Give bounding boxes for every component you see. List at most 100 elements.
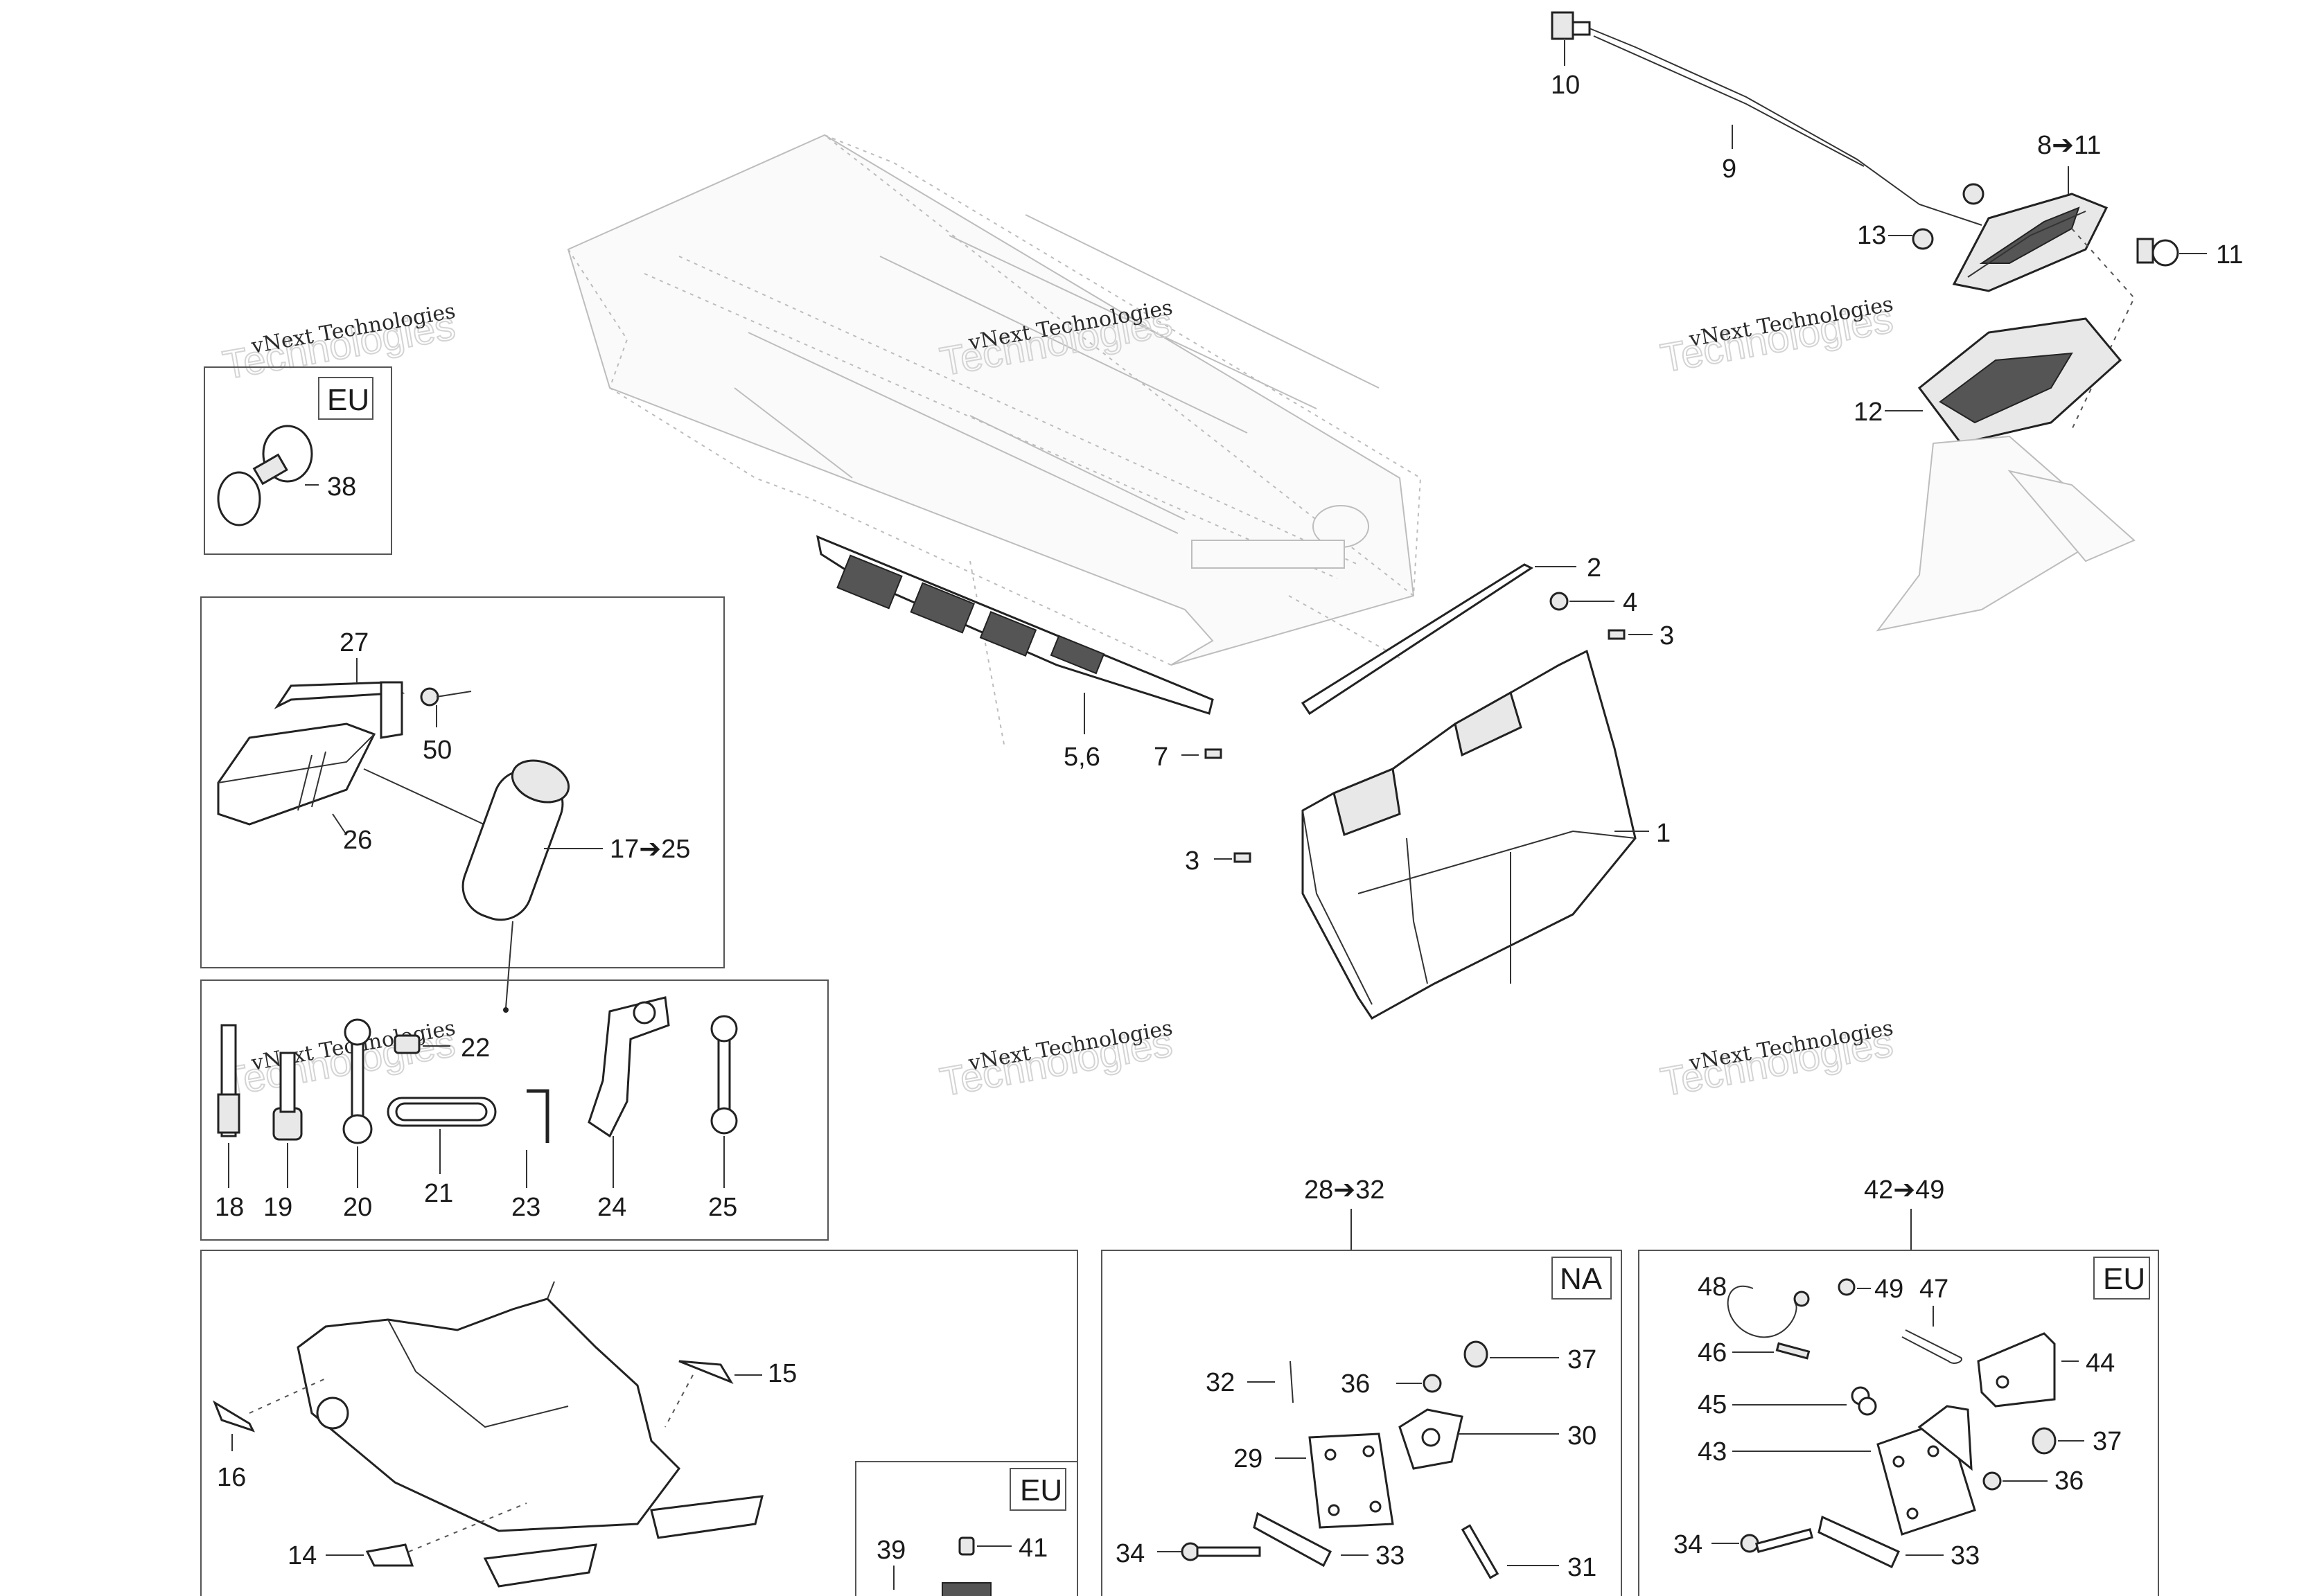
callout-8-11: 8➔11 (2037, 131, 2101, 160)
callout-5-6: 5,6 (1064, 743, 1100, 772)
wrench-25 (710, 1015, 738, 1135)
callout-45: 45 (1698, 1390, 1727, 1419)
callout-37a: 37 (1567, 1345, 1596, 1374)
screw-7 (1204, 748, 1222, 759)
callout-32: 32 (1206, 1368, 1235, 1397)
callout-15: 15 (768, 1359, 797, 1388)
callout-24: 24 (597, 1193, 626, 1222)
plate-43 (1876, 1405, 1976, 1536)
callout-50: 50 (423, 736, 452, 765)
callout-11: 11 (2216, 240, 2243, 269)
grommet-upper (1962, 183, 1984, 205)
callout-23: 23 (511, 1193, 540, 1222)
tools-box (200, 979, 829, 1241)
callout-43: 43 (1698, 1437, 1727, 1466)
callout-13: 13 (1857, 221, 1886, 250)
eu-snow-box (855, 1461, 1078, 1596)
flap-bar-2 (1301, 563, 1534, 716)
callout-28-32: 28➔32 (1304, 1176, 1384, 1205)
callout-14: 14 (288, 1541, 317, 1570)
side-trim-5-6 (816, 535, 1214, 715)
callout-42-49: 42➔49 (1864, 1176, 1944, 1205)
screw-3a (1608, 629, 1626, 640)
svg-text:EU: EU (2103, 1262, 2145, 1296)
tool-kit-box (200, 596, 725, 968)
rivet-50 (420, 687, 472, 707)
callout-25: 25 (708, 1193, 737, 1222)
grommet-13 (1912, 228, 1934, 250)
clip-47 (1901, 1329, 1962, 1364)
reflector-14 (365, 1543, 414, 1567)
na-tag (1551, 1257, 1612, 1300)
callout-3a: 3 (1660, 621, 1674, 650)
pin-31 (1461, 1524, 1499, 1579)
wrench-20 (342, 1018, 373, 1144)
reflector-16 (212, 1400, 255, 1433)
callout-10: 10 (1551, 71, 1580, 100)
wiring-harness (1551, 11, 1982, 226)
callout-17-25: 17➔25 (610, 835, 690, 864)
svg-text:NA: NA (1560, 1262, 1603, 1296)
clip-41 (958, 1536, 975, 1556)
tool-roll-17-25 (461, 759, 570, 921)
nut-36b (1982, 1471, 2002, 1491)
rope-21 (387, 1097, 497, 1127)
svg-text:EU: EU (1020, 1473, 1062, 1507)
callout-27: 27 (340, 628, 369, 657)
pin-46 (1775, 1342, 1811, 1360)
watermark-3: Technologies vNext Technologies (1657, 292, 1897, 382)
callout-4: 4 (1623, 588, 1637, 617)
plate-33a (1253, 1511, 1332, 1568)
bolt-34a (1181, 1542, 1261, 1561)
callout-33b: 33 (1951, 1541, 1980, 1570)
callout-3b: 3 (1185, 846, 1199, 876)
eu-bracket-box (1638, 1250, 2159, 1596)
washer-4 (1549, 592, 1569, 611)
callout-29: 29 (1233, 1444, 1262, 1473)
screw-3b (1233, 852, 1251, 863)
reflector-38 (217, 425, 313, 526)
spacer-37a (1463, 1340, 1488, 1368)
bulb-11 (2136, 238, 2179, 267)
callout-19: 19 (263, 1193, 292, 1222)
eu-tag-bracket (2093, 1257, 2150, 1300)
callout-9: 9 (1722, 154, 1736, 184)
chassis-tunnel-ghost (567, 134, 1422, 749)
bracket-44 (1977, 1332, 2056, 1408)
callout-12: 12 (1854, 398, 1883, 427)
na-bracket-box (1101, 1250, 1622, 1596)
reflector-15 (678, 1360, 734, 1385)
callout-34a: 34 (1116, 1539, 1145, 1568)
callout-44: 44 (2086, 1349, 2115, 1378)
callout-30: 30 (1567, 1421, 1596, 1451)
callout-47: 47 (1919, 1275, 1948, 1304)
callout-48: 48 (1698, 1273, 1727, 1302)
tail-light-assembly (1952, 193, 2109, 292)
plate-39 (942, 1582, 992, 1596)
light-housing-12 (1876, 317, 2136, 632)
callout-34b: 34 (1673, 1530, 1702, 1559)
nut-49 (1838, 1278, 1856, 1296)
bolt-34b (1740, 1528, 1814, 1553)
callout-38: 38 (327, 472, 356, 502)
spark-plug-tool-18 (217, 1024, 240, 1137)
plate-33b (1817, 1515, 1900, 1569)
watermark-5: Technologies vNext Technologies (936, 1016, 1177, 1106)
reflectors-box (200, 1250, 1078, 1596)
spanner-24 (588, 996, 670, 1138)
spacer-37b (2032, 1427, 2057, 1455)
callout-39: 39 (877, 1536, 906, 1565)
bracket-27 (274, 681, 405, 739)
lanyard-48 (1727, 1286, 1810, 1338)
callout-18: 18 (215, 1193, 244, 1222)
callout-46: 46 (1698, 1338, 1727, 1367)
fuse-22 (394, 1034, 421, 1054)
callout-49: 49 (1874, 1275, 1903, 1304)
callout-37b: 37 (2093, 1427, 2122, 1456)
bracket-30 (1398, 1408, 1463, 1470)
eu-reflector-box (204, 366, 392, 555)
watermark-4: Technologies vNext Technologies (219, 1016, 459, 1106)
callout-33a: 33 (1375, 1541, 1405, 1570)
tool-bag-26 (217, 722, 376, 826)
